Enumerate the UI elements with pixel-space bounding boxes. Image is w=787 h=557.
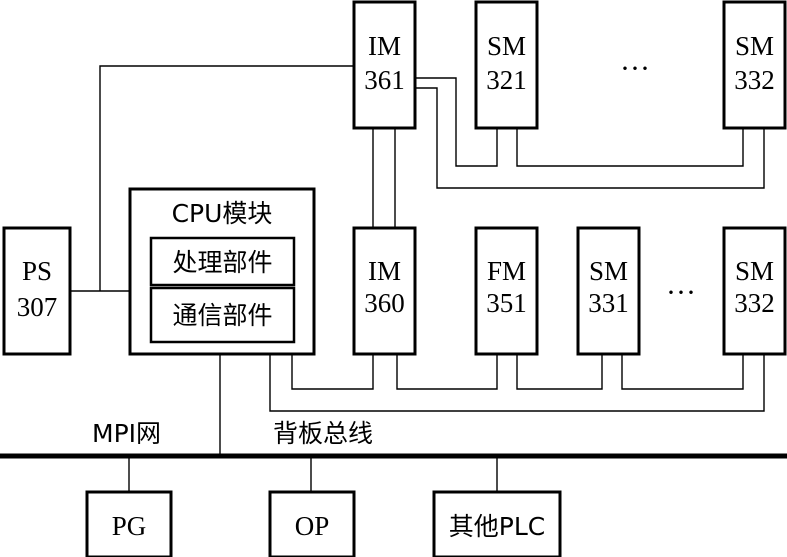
module-ps307: PS 307: [2, 226, 72, 356]
other-plc-label: 其他PLC: [449, 512, 545, 541]
mpi-network-label: MPI网: [92, 419, 161, 448]
sm332-mid-label-bottom: 332: [734, 288, 775, 318]
wire-sm331-sm332: [621, 354, 744, 390]
im361-label-bottom: 361: [364, 65, 405, 95]
wire-top-link-sm321-sm332: [516, 128, 744, 167]
wire-power-im361: [99, 65, 358, 291]
sm332-mid-label-top: SM: [735, 256, 774, 286]
im360-label-bottom: 360: [364, 288, 405, 318]
sm331-label-bottom: 331: [588, 288, 629, 318]
sm321-label-bottom: 321: [486, 65, 527, 95]
module-cpu: CPU模块 处理部件 通信部件: [128, 187, 316, 356]
wires: [70, 65, 765, 492]
module-fm351: FM 351: [474, 226, 539, 356]
fm351-label-top: FM: [487, 256, 526, 286]
device-other-plc: 其他PLC: [432, 490, 562, 557]
cpu-communication-unit-label: 通信部件: [172, 301, 272, 330]
wire-top-inner-loop: [415, 77, 498, 167]
cpu-communication-unit-box: [149, 286, 296, 344]
wire-cpu-im360: [291, 354, 374, 390]
wire-top-outer-loop: [415, 87, 765, 189]
op-label: OP: [295, 511, 330, 541]
sm332-top-label-bottom: 332: [734, 65, 775, 95]
backplane-bus-label: 背板总线: [273, 419, 373, 448]
module-sm332-top: SM 332: [722, 0, 787, 130]
wire-fm351-sm331: [516, 354, 603, 390]
pg-label: PG: [112, 511, 147, 541]
ps307-label-bottom: 307: [17, 292, 58, 322]
module-sm331: SM 331: [576, 226, 641, 356]
cpu-processing-unit-box: [149, 236, 296, 287]
sm331-label-top: SM: [589, 256, 628, 286]
top-row-ellipsis: ···: [620, 52, 650, 85]
wire-im360-fm351: [396, 354, 498, 390]
sm321-label-top: SM: [487, 31, 526, 61]
cpu-title: CPU模块: [172, 199, 273, 228]
device-pg: PG: [85, 490, 173, 557]
device-op: OP: [268, 490, 356, 557]
fm351-label-bottom: 351: [486, 288, 527, 318]
module-im361: IM 361: [352, 0, 417, 130]
im361-label-top: IM: [368, 31, 401, 61]
im360-label-top: IM: [368, 256, 401, 286]
module-sm321: SM 321: [474, 0, 539, 130]
module-im360: IM 360: [352, 226, 417, 356]
cpu-processing-unit-label: 处理部件: [172, 248, 272, 277]
sm332-top-label-top: SM: [735, 31, 774, 61]
backplane-bus-line: [269, 354, 765, 412]
module-sm332-mid: SM 332: [722, 226, 787, 356]
ps307-label-top: PS: [22, 256, 52, 286]
mid-row-ellipsis: ···: [666, 276, 696, 309]
